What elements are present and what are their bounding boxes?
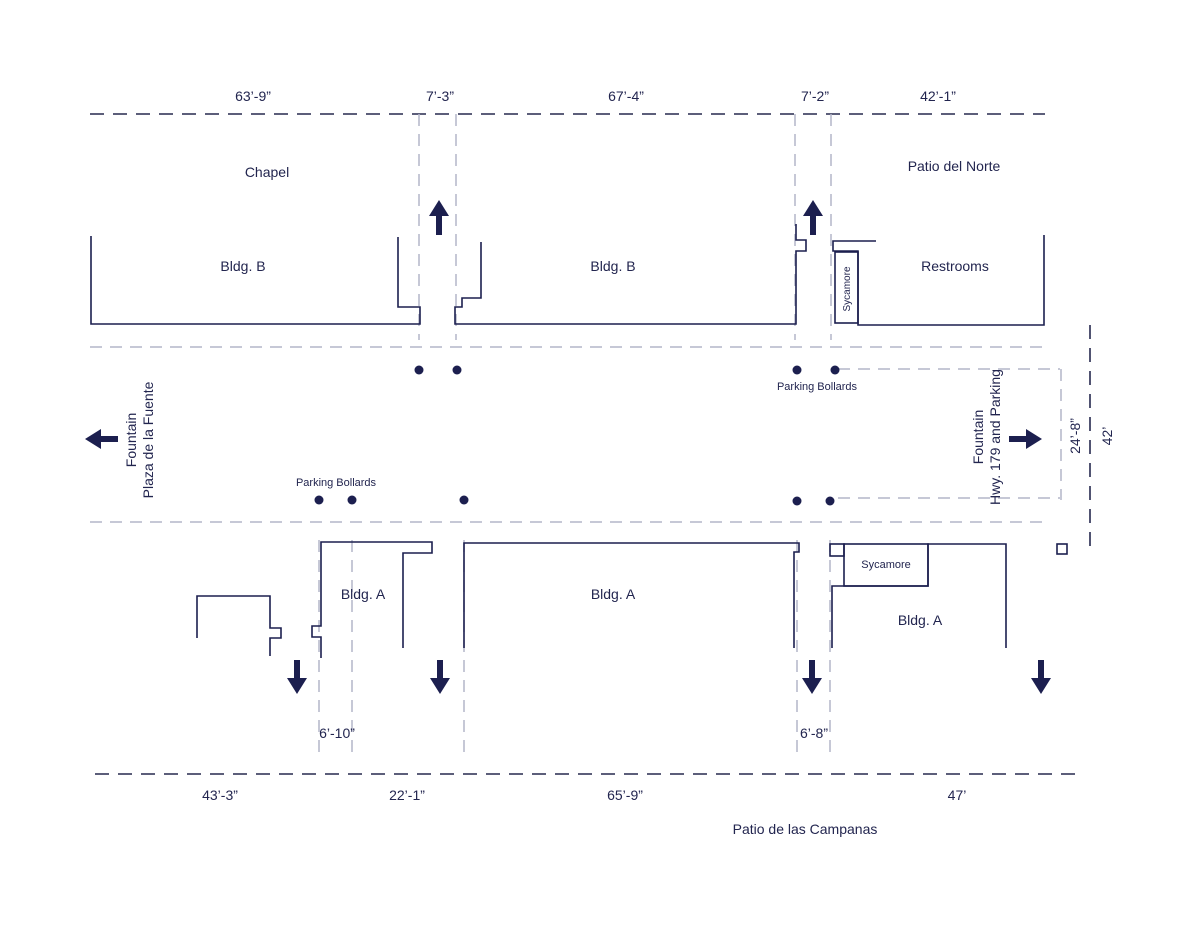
passage-width-east: 6’-8” xyxy=(800,725,828,741)
bldg-a-east-label: Bldg. A xyxy=(898,612,943,628)
restrooms-label: Restrooms xyxy=(921,258,989,274)
arrow-down-icon xyxy=(287,660,1051,694)
bottom-dimension-4: 47’ xyxy=(948,787,967,803)
parking-bollards-south-label: Parking Bollards xyxy=(296,477,377,489)
bldg-b-walls xyxy=(90,224,1045,326)
arrow-up-icon xyxy=(429,200,823,235)
bldg-b-center-label: Bldg. B xyxy=(590,258,635,274)
bldg-a-west-label: Bldg. A xyxy=(341,586,386,602)
bldg-a-walls xyxy=(196,541,1068,658)
patio-de-las-campanas-label: Patio de las Campanas xyxy=(733,821,878,837)
top-dimension-2: 7’-3” xyxy=(426,88,454,104)
passage-width-west: 6’-10” xyxy=(319,725,355,741)
patio-del-norte-label: Patio del Norte xyxy=(908,158,1001,174)
right-dimension-outer: 42’ xyxy=(1099,427,1115,446)
parking-bollards xyxy=(314,365,840,506)
left-exit-line2: Plaza de la Fuente xyxy=(140,381,156,498)
bldg-a-center-label: Bldg. A xyxy=(591,586,636,602)
bldg-b-west-label: Bldg. B xyxy=(220,258,265,274)
chapel-label: Chapel xyxy=(245,164,289,180)
sycamore-south-label: Sycamore xyxy=(861,559,911,571)
right-dimension-inner: 24’-8” xyxy=(1067,418,1083,454)
bottom-dimension-3: 65’-9” xyxy=(607,787,643,803)
top-dimension-1: 63’-9” xyxy=(235,88,271,104)
top-dimension-3: 67’-4” xyxy=(608,88,644,104)
bottom-dimension-2: 22’-1” xyxy=(389,787,425,803)
guide-lines xyxy=(90,114,1062,760)
top-dimension-4: 7’-2” xyxy=(801,88,829,104)
sycamore-north-label: Sycamore xyxy=(842,266,853,311)
top-dimension-5: 42’-1” xyxy=(920,88,956,104)
parking-bollards-north-label: Parking Bollards xyxy=(777,381,858,393)
right-exit-line2: Hwy. 179 and Parking xyxy=(987,369,1003,505)
right-exit-line1: Fountain xyxy=(970,410,986,464)
arrow-left-icon xyxy=(85,429,118,449)
arrow-right-icon xyxy=(1009,429,1042,449)
bottom-dimension-1: 43’-3” xyxy=(202,787,238,803)
left-exit-line1: Fountain xyxy=(123,413,139,467)
